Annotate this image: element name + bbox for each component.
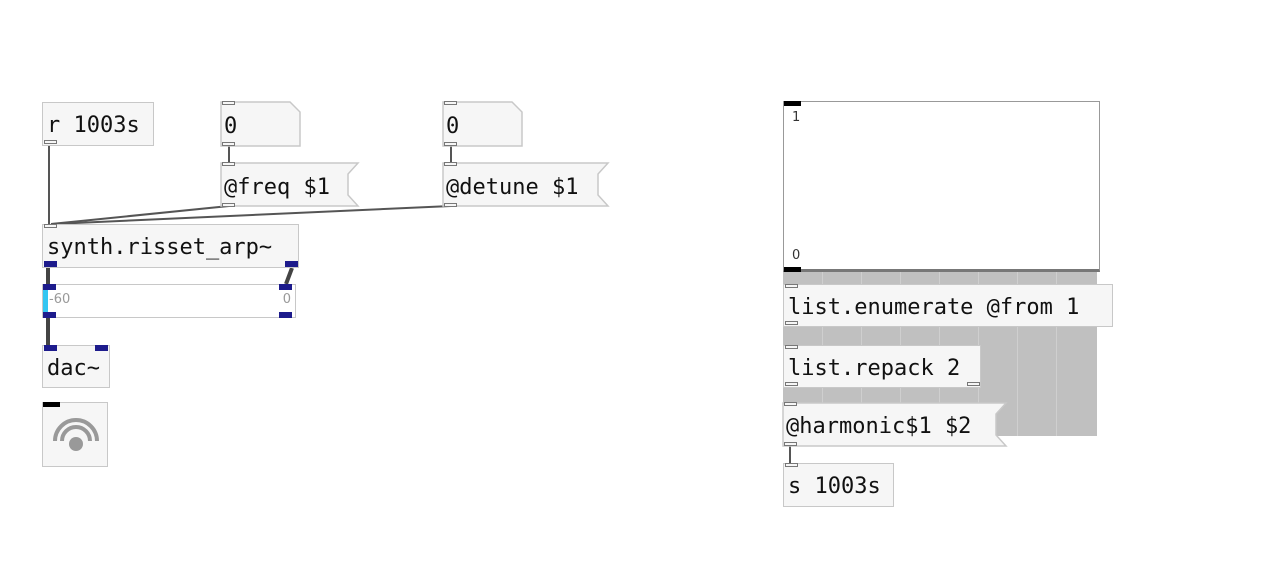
send-inlet[interactable] [785, 463, 798, 467]
synth-outlet-right[interactable] [285, 261, 298, 267]
freq-number-inlet[interactable] [222, 101, 235, 105]
array-inlet[interactable] [784, 101, 801, 106]
list-repack-outlet-right[interactable] [967, 382, 980, 386]
synth-object[interactable]: synth.risset_arp~ [42, 224, 299, 268]
wire-synth-right-to-gain [284, 267, 294, 285]
receive-outlet[interactable] [44, 140, 57, 144]
harmonic-message-label: @harmonic$1 $2 [786, 414, 972, 439]
freq-number-outlet[interactable] [222, 142, 235, 146]
wire-freq-to-synth [50, 205, 230, 225]
synth-object-label: synth.risset_arp~ [47, 235, 273, 260]
dac-object[interactable]: dac~ [42, 345, 110, 388]
list-enumerate-outlet[interactable] [785, 321, 798, 325]
harmonic-message-inlet[interactable] [784, 402, 797, 406]
gain-outlet-left[interactable] [43, 312, 56, 318]
detune-number-value: 0 [446, 114, 460, 139]
detune-number-box[interactable] [442, 101, 524, 147]
array-outlet[interactable] [784, 267, 801, 272]
freq-message-box[interactable] [220, 162, 362, 208]
dac-object-label: dac~ [47, 356, 100, 381]
list-repack-object[interactable]: list.repack 2 [783, 345, 981, 388]
gain-inlet-right[interactable] [279, 284, 292, 290]
dac-inlet-right[interactable] [95, 345, 108, 351]
gain-slider[interactable]: -60 0 [42, 284, 296, 318]
synth-outlet-left[interactable] [44, 261, 57, 267]
speaker-icon [53, 418, 99, 451]
freq-message-label: @freq $1 [224, 175, 330, 200]
list-enumerate-object[interactable]: list.enumerate @from 1 [783, 284, 1113, 327]
gain-min-label: -60 [49, 292, 71, 307]
gain-outlet-right[interactable] [279, 312, 292, 318]
detune-message-label: @detune $1 [446, 175, 579, 200]
gain-max-label: 0 [282, 292, 291, 307]
array-top-label: 1 [792, 110, 801, 125]
send-object[interactable]: s 1003s [783, 463, 894, 507]
freq-number-box[interactable] [220, 101, 302, 147]
list-enumerate-inlet[interactable] [785, 284, 798, 288]
list-repack-inlet[interactable] [785, 345, 798, 349]
synth-inlet[interactable] [44, 224, 57, 228]
gain-slider-knob[interactable] [43, 289, 48, 312]
detune-message-outlet[interactable] [444, 203, 457, 207]
gain-inlet-left[interactable] [43, 284, 56, 290]
harmonic-message-box[interactable] [782, 402, 1010, 448]
list-repack-label: list.repack 2 [788, 356, 961, 381]
dsp-toggle[interactable] [42, 402, 108, 467]
detune-number-outlet[interactable] [444, 142, 457, 146]
array-bottom-label: 0 [792, 248, 801, 263]
array-display[interactable]: 1 0 [783, 101, 1100, 272]
receive-object-label: r 1003s [47, 113, 140, 138]
detune-number-inlet[interactable] [444, 101, 457, 105]
list-enumerate-label: list.enumerate @from 1 [788, 295, 1080, 320]
receive-object[interactable]: r 1003s [42, 102, 154, 146]
dac-inlet-left[interactable] [44, 345, 57, 351]
harmonic-message-outlet[interactable] [784, 442, 797, 446]
freq-message-outlet[interactable] [222, 203, 235, 207]
wire-detune-to-synth [52, 205, 452, 225]
freq-message-inlet[interactable] [222, 162, 235, 166]
dsp-toggle-inlet[interactable] [43, 402, 60, 407]
send-object-label: s 1003s [788, 474, 881, 499]
freq-number-value: 0 [224, 114, 238, 139]
detune-message-inlet[interactable] [444, 162, 457, 166]
detune-message-box[interactable] [442, 162, 612, 208]
list-repack-outlet-left[interactable] [785, 382, 798, 386]
